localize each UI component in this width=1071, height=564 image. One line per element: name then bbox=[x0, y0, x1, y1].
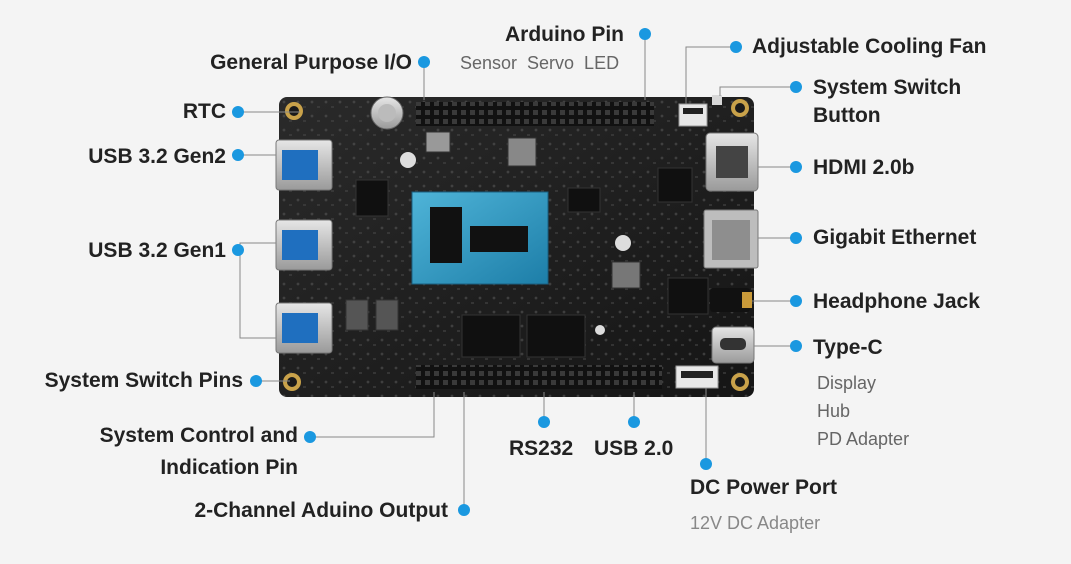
label-usb20: USB 2.0 bbox=[594, 437, 674, 460]
leader-dot-gpio bbox=[418, 56, 430, 68]
mounting-holes bbox=[283, 99, 749, 391]
label-rs232: RS232 bbox=[509, 437, 574, 460]
label-typec-sub-hub: Hub bbox=[817, 401, 851, 421]
bottom-pin-header bbox=[416, 365, 662, 389]
leader-dot-cooling-fan bbox=[730, 41, 742, 53]
leader-dot-dc-power bbox=[700, 458, 712, 470]
leader-line-cooling-fan bbox=[685, 46, 736, 104]
leader-dot-switch-btn bbox=[790, 81, 802, 93]
label-switch-pins: System Switch Pins bbox=[44, 369, 243, 392]
chips bbox=[345, 131, 709, 358]
label-ethernet: Gigabit Ethernet bbox=[813, 226, 977, 249]
label-system-switch-button-1: System Switch bbox=[813, 76, 962, 99]
leader-dot-aduino-out bbox=[458, 504, 470, 516]
label-cooling-fan: Adjustable Cooling Fan bbox=[752, 35, 987, 58]
label-typec-sub-pd: PD Adapter bbox=[817, 429, 910, 449]
label-dc-power: DC Power Port bbox=[690, 476, 838, 499]
label-arduino-sub: Sensor Servo LED bbox=[460, 53, 620, 73]
leader-line-usb-gen1 bbox=[239, 242, 276, 339]
leader-dot-typec bbox=[790, 340, 802, 352]
label-typec: Type-C bbox=[813, 336, 883, 359]
label-arduino-pin: Arduino Pin bbox=[505, 23, 624, 46]
label-system-switch-button-2: Button bbox=[813, 104, 881, 127]
switch-button-part bbox=[712, 95, 722, 105]
right-ports bbox=[703, 132, 759, 364]
leader-dot-rtc bbox=[232, 106, 244, 118]
label-usb32-gen1: USB 3.2 Gen1 bbox=[88, 239, 226, 262]
label-typec-sub-display: Display bbox=[817, 373, 877, 393]
leader-dot-usb-gen1 bbox=[232, 244, 244, 256]
label-sys-control-2: Indication Pin bbox=[160, 456, 298, 479]
label-headphone: Headphone Jack bbox=[813, 290, 980, 313]
leader-dot-headphone bbox=[790, 295, 802, 307]
leader-dot-rs232 bbox=[538, 416, 550, 428]
leader-line-switch-btn bbox=[719, 86, 796, 96]
label-usb32-gen2: USB 3.2 Gen2 bbox=[88, 145, 226, 168]
usb-ports bbox=[275, 139, 333, 354]
leader-line-sys-control bbox=[310, 392, 435, 438]
leader-dot-usb20 bbox=[628, 416, 640, 428]
leader-dot-ethernet bbox=[790, 232, 802, 244]
leader-dot-sys-control bbox=[304, 431, 316, 443]
label-aduino-output: 2-Channel Aduino Output bbox=[194, 499, 448, 522]
label-hdmi: HDMI 2.0b bbox=[813, 156, 915, 179]
leader-dot-hdmi bbox=[790, 161, 802, 173]
label-sys-control-1: System Control and bbox=[99, 424, 298, 447]
leader-dot-usb-gen2 bbox=[232, 149, 244, 161]
label-rtc: RTC bbox=[182, 100, 226, 123]
label-dc-sub: 12V DC Adapter bbox=[690, 513, 821, 533]
top-pin-header bbox=[416, 102, 654, 126]
label-gpio: General Purpose I/O bbox=[210, 51, 412, 74]
leader-dot-arduino-pin bbox=[639, 28, 651, 40]
leader-dot-switch-pins bbox=[250, 375, 262, 387]
